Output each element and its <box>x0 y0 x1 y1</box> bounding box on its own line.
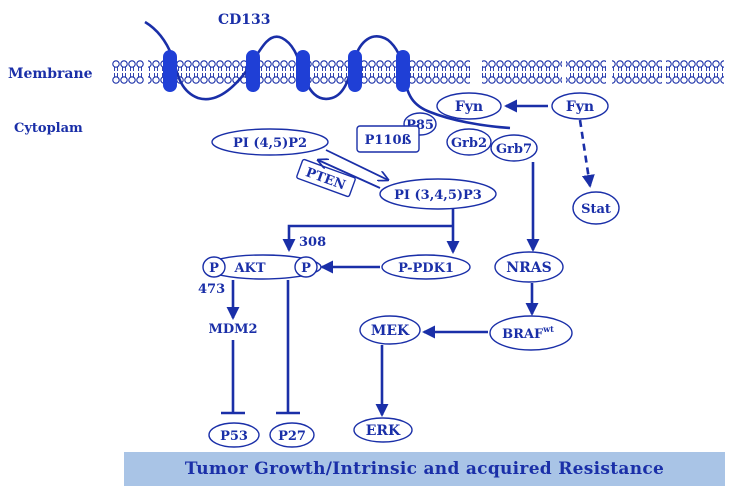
akt-complex: P AKT P <box>202 254 322 280</box>
fyn-left-node: Fyn <box>436 92 502 120</box>
svg-text:Stat: Stat <box>581 202 611 217</box>
mek-node: MEK <box>359 315 421 345</box>
braf-node: BRAFwt <box>489 315 573 351</box>
erk-node: ERK <box>353 417 413 443</box>
outcome-text: Tumor Growth/Intrinsic and acquired Resi… <box>184 459 665 479</box>
cd133-protein <box>144 20 511 130</box>
pi345p3-node: PI (3,4,5)P3 <box>379 178 497 210</box>
grb2-node: Grb2 <box>446 128 492 156</box>
svg-text:MEK: MEK <box>371 323 410 339</box>
ppdk1-node: P-PDK1 <box>381 254 471 280</box>
svg-text:Fyn: Fyn <box>566 99 594 115</box>
cd133-label: CD133 <box>218 12 271 28</box>
site-308-label: 308 <box>299 235 326 250</box>
svg-text:PI (4,5)P2: PI (4,5)P2 <box>233 136 307 151</box>
fyn-right-node: Fyn <box>551 92 609 120</box>
svg-text:Fyn: Fyn <box>455 99 483 115</box>
svg-text:BRAFwt: BRAFwt <box>502 324 554 342</box>
svg-text:P27: P27 <box>278 429 306 444</box>
nras-node: NRAS <box>494 251 564 283</box>
cytoplasm-label: Cytoplam <box>14 121 83 136</box>
membrane-bilayer <box>112 60 724 84</box>
pten-node: PTEN <box>296 158 356 198</box>
membrane-label: Membrane <box>8 66 93 82</box>
akt-label: AKT <box>233 261 265 276</box>
mdm2-label: MDM2 <box>208 322 257 337</box>
svg-text:NRAS: NRAS <box>506 260 551 276</box>
svg-text:P-PDK1: P-PDK1 <box>398 261 454 276</box>
p27-node: P27 <box>269 422 315 448</box>
pi45p2-node: PI (4,5)P2 <box>211 128 329 156</box>
stat-node: Stat <box>572 191 620 225</box>
svg-text:Grb7: Grb7 <box>496 142 532 157</box>
akt-p-right: P <box>301 261 311 276</box>
p53-node: P53 <box>208 422 260 448</box>
svg-text:PI (3,4,5)P3: PI (3,4,5)P3 <box>394 188 482 203</box>
p110b-node: P110ß <box>356 125 420 153</box>
svg-text:Grb2: Grb2 <box>451 136 487 151</box>
outcome-banner: Tumor Growth/Intrinsic and acquired Resi… <box>124 452 725 486</box>
akt-p-left: P <box>209 261 219 276</box>
pathway-edges <box>221 99 595 417</box>
grb7-node: Grb7 <box>490 134 538 162</box>
svg-text:P110ß: P110ß <box>365 133 412 148</box>
svg-text:ERK: ERK <box>366 423 401 439</box>
svg-text:P53: P53 <box>220 429 248 444</box>
site-473-label: 473 <box>198 282 225 297</box>
